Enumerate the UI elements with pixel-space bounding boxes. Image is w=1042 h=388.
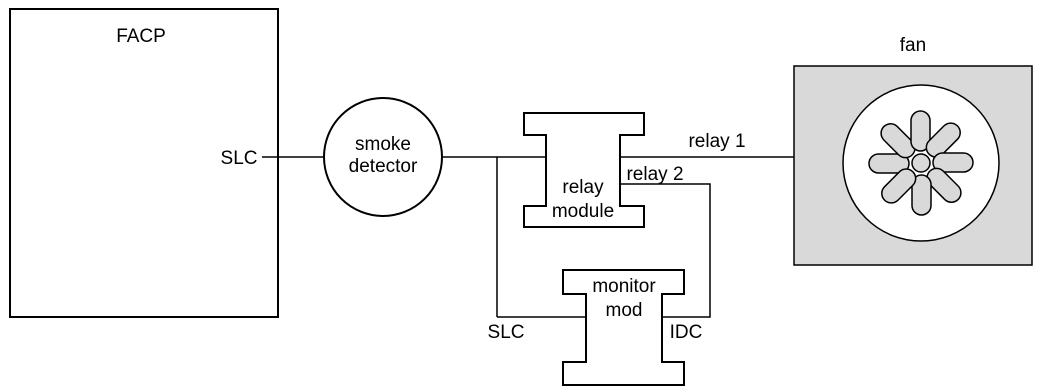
fan-blade xyxy=(926,167,962,203)
monitor-module-shape xyxy=(562,269,685,386)
smoke-detector: smoke detector xyxy=(323,97,443,217)
fan-blade xyxy=(932,152,974,173)
relay-module-shape xyxy=(523,112,645,228)
wiring xyxy=(262,156,794,318)
fan-blades xyxy=(868,110,974,216)
smoke-detector-circle xyxy=(323,97,443,217)
monitor-module-label-line2: mod xyxy=(606,300,643,321)
relay1-label: relay 1 xyxy=(688,131,745,152)
relay-module: relay module xyxy=(523,112,645,228)
relay-module-label-line1: relay xyxy=(562,177,604,198)
monitor-idc-label: IDC xyxy=(670,322,703,343)
monitor-module: monitor mod xyxy=(562,269,685,386)
fan-blade xyxy=(881,168,917,204)
smoke-detector-label-line1: smoke xyxy=(355,134,411,155)
fan-blade xyxy=(868,153,910,174)
fan-blade xyxy=(880,123,916,159)
fan-hub xyxy=(911,153,931,173)
facp-panel: FACP SLC xyxy=(9,8,279,318)
monitor-module-label-line1: monitor xyxy=(592,276,656,297)
relay2-label: relay 2 xyxy=(626,164,683,185)
monitor-slc-label: SLC xyxy=(488,322,525,343)
smoke-detector-label-line2: detector xyxy=(349,156,418,177)
relay2-wire xyxy=(620,183,711,318)
fan-blade xyxy=(911,174,932,216)
facp-label: FACP xyxy=(116,26,166,47)
fan-label: fan xyxy=(900,35,926,56)
relay-module-label-line2: module xyxy=(552,201,614,222)
fan-blade xyxy=(910,110,931,152)
facp-box xyxy=(9,8,279,318)
fan-blade xyxy=(925,122,961,158)
fan: fan xyxy=(793,35,1033,266)
facp-slc-label: SLC xyxy=(221,148,258,169)
